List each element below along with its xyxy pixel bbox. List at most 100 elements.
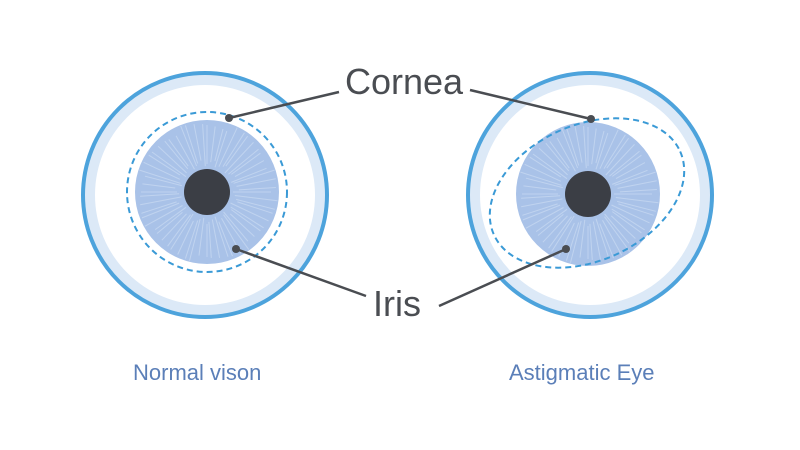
astigmatic-eye-caption: Astigmatic Eye — [509, 360, 655, 385]
iris-fiber — [612, 211, 642, 234]
iris-fiber — [231, 167, 267, 183]
iris-fiber — [156, 212, 183, 234]
iris-fiber — [549, 141, 570, 169]
iris-label: Iris — [373, 283, 421, 324]
iris-fiber — [610, 215, 636, 239]
iris-fiber — [520, 171, 562, 186]
iris-fiber — [231, 209, 261, 232]
iris-fiber — [229, 213, 255, 237]
iris-fiber — [228, 148, 259, 175]
iris-fiber — [214, 128, 224, 162]
iris-fiber — [210, 126, 216, 163]
iris-fiber — [202, 124, 206, 167]
iris-fiber — [579, 219, 586, 258]
iris-fiber — [595, 218, 610, 259]
iris-fiber — [570, 220, 582, 263]
iris-fiber — [618, 203, 654, 216]
iris-fiber — [532, 153, 568, 180]
iris-leader-left — [235, 247, 367, 298]
iris-fiber — [538, 147, 568, 176]
iris-fiber — [542, 215, 568, 243]
iris-fiber — [222, 132, 245, 167]
iris-fiber — [535, 208, 568, 233]
iris-fiber — [214, 130, 228, 168]
iris-fiber — [525, 177, 563, 189]
iris-fiber — [151, 151, 187, 178]
iris-fiber — [164, 140, 189, 170]
iris-fiber — [231, 152, 261, 175]
iris-fiber — [198, 217, 205, 256]
iris-fiber — [606, 137, 630, 169]
iris-fiber — [154, 206, 187, 231]
cornea-leader-right-dot — [587, 115, 595, 123]
iris-fiber — [565, 222, 580, 261]
normal-eye-pupil — [184, 169, 230, 215]
iris-fiber — [561, 127, 579, 169]
iris-fiber — [148, 154, 181, 176]
iris-fiber — [218, 221, 233, 257]
iris-fiber — [144, 175, 182, 187]
iris-fiber — [189, 218, 201, 261]
iris-fiber — [230, 202, 269, 222]
cornea-leader-left-dot — [225, 114, 233, 122]
iris-fiber — [537, 214, 564, 236]
iris-fiber — [522, 203, 558, 216]
iris-fiber — [545, 142, 570, 172]
iris-fiber — [234, 160, 265, 178]
iris-fiber — [161, 213, 187, 241]
iris-fiber — [521, 198, 563, 208]
iris-fiber — [614, 171, 656, 186]
iris-fiber — [565, 127, 580, 166]
astigmatic-eye — [466, 71, 714, 319]
iris-fiber — [595, 132, 609, 170]
iris-fiber — [617, 180, 657, 189]
iris-fiber — [615, 162, 646, 180]
iris-fiber — [168, 139, 189, 167]
iris-fiber — [616, 200, 656, 212]
iris-fiber — [170, 213, 194, 250]
iris-fiber — [236, 178, 276, 187]
iris-fiber — [208, 221, 212, 258]
iris-fiber — [611, 208, 645, 231]
iris-fiber — [548, 216, 572, 249]
iris-fiber — [140, 193, 180, 197]
iris-fiber — [583, 126, 587, 169]
iris-fiber — [604, 213, 630, 244]
iris-fiber — [612, 154, 642, 177]
iris-fiber — [599, 129, 619, 169]
iris-fiber — [603, 134, 626, 169]
iris-fiber — [589, 223, 593, 260]
iris-fiber — [237, 201, 273, 214]
iris-fiber — [224, 142, 254, 174]
iris-fiber — [225, 135, 249, 167]
normal-eye — [81, 71, 329, 319]
iris-fiber — [141, 202, 180, 219]
iris-fiber — [591, 128, 597, 165]
iris-fiber — [175, 135, 195, 170]
iris-fiber — [574, 126, 583, 163]
iris-fiber — [605, 144, 635, 176]
iris-fiber — [529, 156, 562, 178]
cornea-leaders — [225, 88, 595, 123]
iris-fiber — [143, 161, 181, 180]
iris-fiber — [551, 215, 575, 252]
iris-fiber — [140, 196, 182, 206]
iris-fiber — [524, 163, 562, 182]
iris-fiber — [184, 125, 199, 164]
iris-fiber — [157, 145, 187, 174]
normal-eye-cornea-outline — [126, 111, 288, 273]
cornea-label: Cornea — [345, 61, 464, 102]
iris-fiber — [238, 187, 276, 191]
iris-leader-right — [438, 247, 567, 308]
iris-fiber — [184, 220, 199, 259]
iris-fiber — [609, 150, 640, 177]
cornea-leader-right — [469, 88, 592, 121]
iris-fiber — [193, 124, 202, 161]
iris-fiber — [223, 211, 249, 242]
iris-fiber — [223, 214, 250, 250]
iris-fiber — [235, 198, 275, 210]
iris-fiber — [214, 216, 229, 257]
iris-fiber — [592, 221, 602, 260]
iris-fiber — [521, 195, 561, 199]
